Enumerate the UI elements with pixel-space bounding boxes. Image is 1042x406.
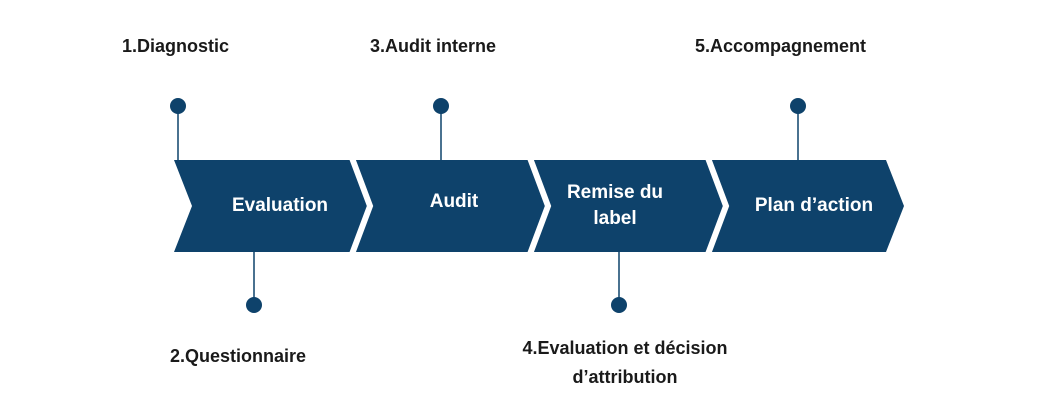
- chevron-evaluation: [174, 160, 370, 252]
- chevron-separator: [349, 156, 374, 256]
- step-label-evaluation-decision: 4.Evaluation et décision d’attribution: [522, 338, 728, 387]
- step-label-diagnostic: 1.Diagnostic: [122, 36, 230, 56]
- phase-label-audit: Audit: [429, 191, 479, 213]
- step-label-audit-interne: 3.Audit interne: [370, 36, 497, 56]
- phase-label-plan-action: Plan d’action: [754, 195, 874, 217]
- chevron-plan-action: [708, 160, 904, 252]
- phase-label-evaluation: Evaluation: [231, 195, 329, 217]
- chevron-remise-du-label: [530, 160, 726, 252]
- marker-dot-step-2: [246, 297, 262, 313]
- marker-dot-step-3: [433, 98, 449, 114]
- phase-label-remise-du-label: Remise du label: [566, 182, 664, 229]
- chevron-separator: [705, 156, 730, 256]
- chevron-separator: [527, 156, 552, 256]
- marker-dot-step-4: [611, 297, 627, 313]
- step-label-questionnaire: 2.Questionnaire: [170, 346, 307, 366]
- chevron-audit: [352, 160, 548, 252]
- step-label-accompagnement: 5.Accompagnement: [695, 36, 867, 56]
- marker-dot-step-1: [170, 98, 186, 114]
- marker-dot-step-5: [790, 98, 806, 114]
